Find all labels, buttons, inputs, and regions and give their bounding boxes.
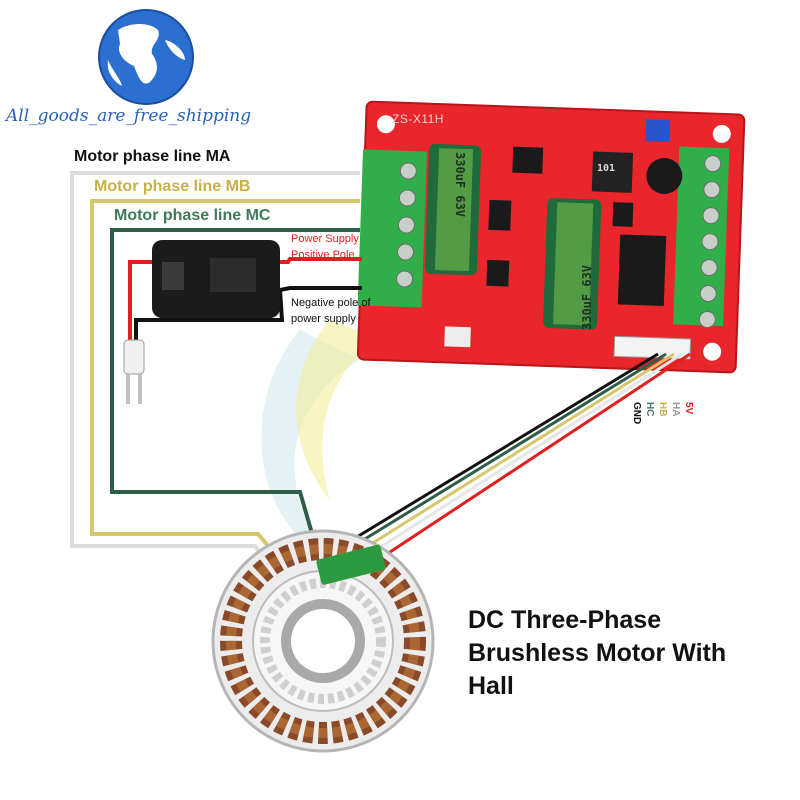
- globe-logo-icon: [98, 9, 194, 105]
- positive-pole-label-line2: Positive Pole: [291, 249, 355, 261]
- hall-pin-hb: HB: [657, 402, 668, 417]
- small-capacitor: [646, 157, 683, 194]
- brushless-motor: [211, 529, 435, 753]
- driver-board: [356, 100, 746, 374]
- hall-wire-ha: [375, 352, 683, 552]
- hall-wire-5v: [383, 352, 691, 558]
- negative-pole-label-line1: Negative pole of: [291, 297, 371, 309]
- driver-chip: [617, 234, 667, 307]
- potentiometer: [645, 119, 671, 143]
- hall-wire-hc: [359, 352, 667, 544]
- hall-pin-hc: HC: [644, 402, 655, 417]
- left-terminal-block: [357, 149, 428, 308]
- motor-title: DC Three-Phase Brushless Motor With Hall: [468, 606, 727, 700]
- phase-c-wire: [110, 228, 360, 569]
- hall-wire-gnd: [351, 352, 659, 542]
- phase-a-label: Motor phase line MA: [74, 148, 231, 165]
- inductor: [591, 151, 634, 193]
- mount-hole: [376, 115, 395, 134]
- negative-pole-label-line2: power supply: [291, 313, 356, 325]
- positive-pole-label-line1: Power Supply: [291, 233, 359, 245]
- mount-hole: [712, 124, 731, 143]
- capacitor-2-label: 330uF 63V: [580, 264, 594, 330]
- board-model-label: ZS-X11H: [392, 112, 444, 126]
- capacitor-1-label: 330uF 63V: [453, 152, 467, 218]
- mount-hole: [703, 342, 722, 361]
- hall-pin-gnd: GND: [631, 402, 642, 425]
- power-adapter-icon: [152, 240, 280, 318]
- background-swoosh: [261, 330, 360, 560]
- positive-wire: [128, 257, 362, 340]
- hall-pin-ha: HA: [670, 402, 681, 417]
- inductor-label: 101: [597, 163, 616, 174]
- negative-wire: [134, 286, 362, 340]
- hall-pin-5v: 5V: [683, 402, 694, 415]
- phase-b-label: Motor phase line MB: [94, 178, 251, 195]
- background-swoosh-yellow: [296, 320, 380, 500]
- ac-plug-icon: [123, 339, 145, 404]
- brand-caption: All_goods_are_free_shipping: [6, 106, 252, 126]
- phase-c-label: Motor phase line MC: [114, 207, 271, 224]
- hall-wire-hb: [367, 352, 675, 548]
- hall-sensor-board: [316, 544, 386, 585]
